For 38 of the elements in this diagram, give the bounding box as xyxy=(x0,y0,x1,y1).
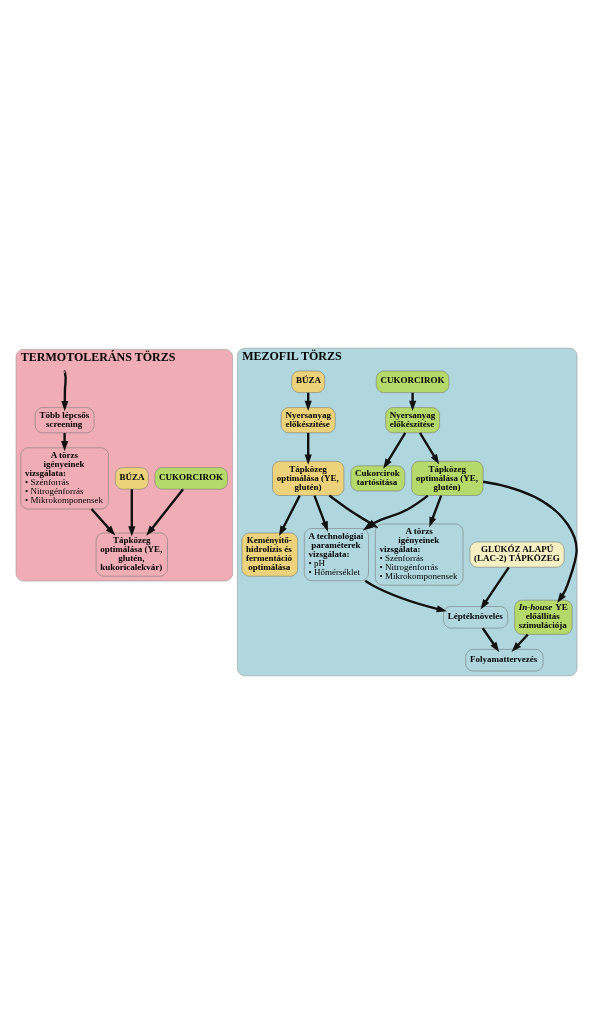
arrow xyxy=(304,432,312,465)
node-box: Tápközeg optimálása (YE, glutén) xyxy=(272,461,345,496)
arrow xyxy=(362,494,429,531)
node-box: BÚZA xyxy=(115,467,149,490)
arrow xyxy=(364,579,447,613)
node-box: In-house YE előállítás szimulációja xyxy=(514,599,573,635)
node-box: A technológiai paraméterek vizsgálata: • pH • Hőmérséklet xyxy=(304,528,369,581)
node-box: Léptéknövelés xyxy=(443,606,508,629)
arrow xyxy=(61,371,69,412)
arrow xyxy=(429,495,443,528)
node-box: Folyamattervezés xyxy=(465,649,544,672)
node-box: Több lépcsős screening xyxy=(34,407,95,434)
arrow xyxy=(328,494,379,529)
node-box: GLÜKÓZ ALAPÚ (LAC-2) TÁPKÖZEG xyxy=(469,541,565,568)
arrow xyxy=(61,432,69,452)
node-box: CUKORCIROK xyxy=(376,370,450,393)
arrow xyxy=(90,508,116,536)
arrow xyxy=(128,489,136,537)
node-box: CUKORCIROK xyxy=(154,467,228,490)
node-box: A törzs igényeinek vizsgálata: • Szénforrás • Nitrogénforrás • Mikrokomponensek xyxy=(375,523,464,586)
node-box: BÚZA xyxy=(291,370,325,393)
arrow xyxy=(511,633,529,652)
node-box: A törzs igényeinek vizsgálata: • Szénforrás • Nitrogénforrás • Mikrokomponensek xyxy=(20,447,109,510)
arrow xyxy=(409,392,417,412)
arrow xyxy=(146,488,184,536)
arrow xyxy=(279,495,301,537)
arrow xyxy=(418,432,440,465)
node-box: Tápközeg optimálása (YE, glutén, kukoricalekvár) xyxy=(95,532,168,577)
arrow xyxy=(313,495,328,532)
node-box: Nyersanyag előkészítése xyxy=(385,407,440,434)
node-box: Nyersanyag előkészítése xyxy=(280,407,336,434)
arrow xyxy=(480,566,510,610)
arrow xyxy=(383,432,407,469)
arrow xyxy=(481,627,500,653)
node-box: Cukorcirok tartósítása xyxy=(350,465,406,492)
arrow xyxy=(482,480,578,604)
node-box: Tápközeg optimálása (YE, glutén) xyxy=(411,461,484,496)
node-box: Keményítő-hidrolízis és fermentáció optimálása xyxy=(241,532,298,577)
